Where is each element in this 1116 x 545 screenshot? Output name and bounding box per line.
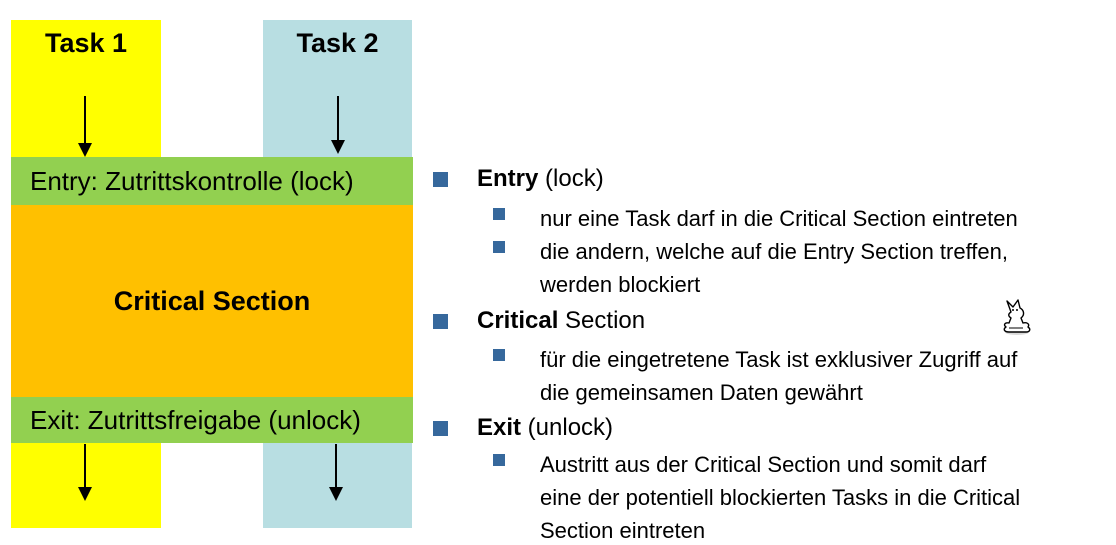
text-line: eine der potentiell blockierten Tasks in… — [540, 485, 1021, 510]
exit-section-bar: Exit: Zutrittsfreigabe (unlock) — [11, 397, 413, 443]
critical-suffix: Section — [558, 307, 646, 334]
square-bullet-icon — [433, 421, 448, 436]
critical-section-label: Critical Section — [113, 285, 311, 316]
entry-section-bar: Entry: Zutrittskontrolle (lock) — [11, 157, 413, 205]
text-line: werden blockiert — [540, 272, 701, 297]
critical-keyword: Critical — [477, 307, 559, 334]
sub-bullet-critical-1: für die eingetretene Task ist exklusiver… — [493, 343, 1017, 409]
task1-label: Task 1 — [44, 28, 128, 58]
task1-column-bottom — [11, 443, 161, 528]
text-line: Section eintreten — [540, 518, 706, 543]
exit-keyword: Exit — [477, 414, 522, 441]
square-bullet-icon — [433, 172, 448, 187]
sub-bullet-exit-1-text: Austritt aus der Critical Section und so… — [540, 448, 1020, 545]
sub-bullet-entry-1-text: nur eine Task darf in die Critical Secti… — [540, 202, 1018, 235]
bullet-item-exit-text: Exit (unlock) — [477, 413, 613, 443]
text-line: für die eingetretene Task ist exklusiver… — [540, 347, 1018, 372]
task2-column-bottom — [263, 443, 412, 528]
sub-bullet-critical-1-text: für die eingetretene Task ist exklusiver… — [540, 343, 1017, 409]
text-line: die andern, welche auf die Entry Section… — [540, 239, 1008, 264]
sub-bullet-entry-2: die andern, welche auf die Entry Section… — [493, 235, 1008, 301]
critical-section-box: Critical Section — [11, 205, 413, 397]
bullet-item-entry-text: Entry (lock) — [477, 164, 604, 194]
exit-section-label: Exit: Zutrittsfreigabe (unlock) — [30, 404, 361, 435]
exit-suffix: (unlock) — [521, 414, 614, 441]
square-bullet-icon — [493, 454, 505, 466]
sub-bullet-entry-2-text: die andern, welche auf die Entry Section… — [540, 235, 1008, 301]
bullet-item-critical: Critical Section — [433, 306, 645, 336]
entry-suffix: (lock) — [538, 165, 604, 192]
square-bullet-icon — [493, 208, 505, 220]
task1-column-top — [11, 20, 161, 157]
entry-keyword: Entry — [477, 165, 539, 192]
bullet-item-exit: Exit (unlock) — [433, 413, 613, 443]
task2-label: Task 2 — [296, 28, 379, 58]
square-bullet-icon — [493, 241, 505, 253]
square-bullet-icon — [493, 349, 505, 361]
sub-bullet-exit-1: Austritt aus der Critical Section und so… — [493, 448, 1020, 545]
bullet-item-critical-text: Critical Section — [477, 306, 645, 336]
text-line: Austritt aus der Critical Section und so… — [540, 452, 987, 477]
bullet-item-entry: Entry (lock) — [433, 164, 604, 194]
text-line: nur eine Task darf in die Critical Secti… — [540, 206, 1018, 231]
pixel-animal-sprite-icon — [1003, 299, 1031, 335]
sub-bullet-entry-1: nur eine Task darf in die Critical Secti… — [493, 202, 1018, 235]
text-line: die gemeinsamen Daten gewährt — [540, 380, 863, 405]
entry-section-label: Entry: Zutrittskontrolle (lock) — [30, 165, 354, 196]
square-bullet-icon — [433, 314, 448, 329]
